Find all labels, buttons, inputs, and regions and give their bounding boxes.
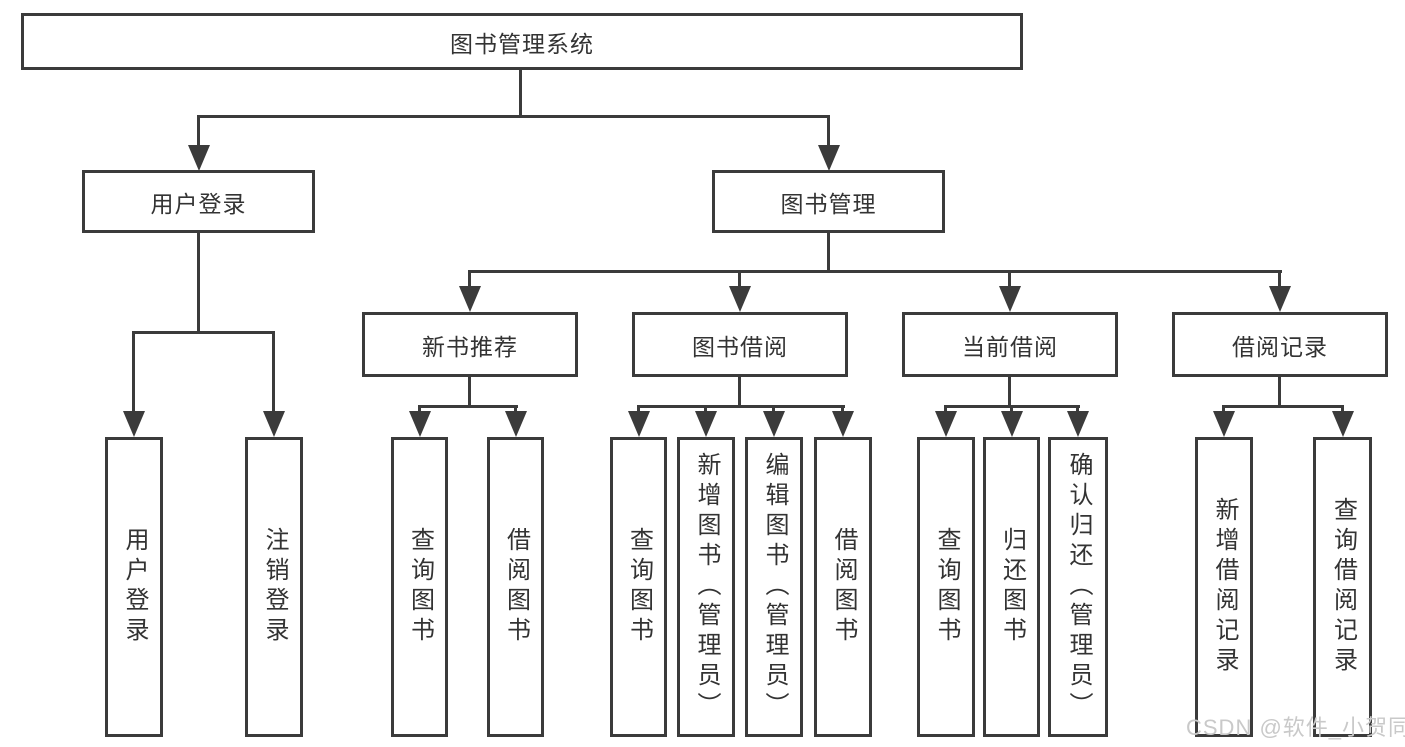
- csdn-watermark: CSDN @软件_小贺同学: [1186, 715, 1405, 740]
- leaf-user-login: 用户登录: [105, 437, 163, 737]
- connector-line: [418, 405, 421, 413]
- connector-line: [704, 405, 707, 413]
- arrowhead-down-icon: [409, 411, 431, 437]
- leaf-query-books-current: 查询图书: [917, 437, 975, 737]
- connector-line: [514, 405, 517, 413]
- connector-line: [1008, 270, 1011, 288]
- leaf-borrow-books-recommend: 借阅图书: [487, 437, 544, 737]
- connector-line: [738, 270, 741, 288]
- arrowhead-down-icon: [935, 411, 957, 437]
- arrowhead-down-icon: [263, 411, 285, 437]
- arrowhead-down-icon: [1269, 286, 1291, 312]
- arrowhead-down-icon: [695, 411, 717, 437]
- arrowhead-down-icon: [459, 286, 481, 312]
- connector-line: [468, 270, 1282, 273]
- leaf-query-borrow-record: 查询借阅记录: [1313, 437, 1372, 737]
- node-current-borrowing: 当前借阅: [902, 312, 1118, 377]
- connector-line: [841, 405, 844, 413]
- connector-line: [738, 377, 741, 408]
- connector-line: [827, 233, 830, 273]
- leaf-query-books-recommend: 查询图书: [391, 437, 448, 737]
- arrowhead-down-icon: [1001, 411, 1023, 437]
- leaf-logout: 注销登录: [245, 437, 303, 737]
- connector-line: [132, 331, 275, 334]
- connector-line: [772, 405, 775, 413]
- leaf-return-books: 归还图书: [983, 437, 1040, 737]
- connector-line: [468, 270, 471, 288]
- node-root-library-system: 图书管理系统: [21, 13, 1023, 70]
- arrowhead-down-icon: [628, 411, 650, 437]
- node-borrowing-records: 借阅记录: [1172, 312, 1388, 377]
- leaf-query-books-borrowing: 查询图书: [610, 437, 667, 737]
- arrowhead-down-icon: [188, 145, 210, 171]
- arrowhead-down-icon: [1067, 411, 1089, 437]
- arrowhead-down-icon: [1332, 411, 1354, 437]
- connector-line: [944, 405, 947, 413]
- arrowhead-down-icon: [763, 411, 785, 437]
- arrowhead-down-icon: [999, 286, 1021, 312]
- connector-line: [468, 377, 471, 408]
- connector-line: [1222, 405, 1225, 413]
- connector-line: [1341, 405, 1344, 413]
- connector-line: [1278, 377, 1281, 408]
- leaf-confirm-return-admin: 确认归还（管理员）: [1048, 437, 1108, 737]
- leaf-add-borrow-record: 新增借阅记录: [1195, 437, 1253, 737]
- node-book-borrowing: 图书借阅: [632, 312, 848, 377]
- connector-line: [418, 405, 518, 408]
- connector-line: [637, 405, 640, 413]
- connector-line: [197, 115, 830, 118]
- connector-line: [1008, 377, 1011, 408]
- leaf-edit-books-admin: 编辑图书（管理员）: [745, 437, 803, 737]
- arrowhead-down-icon: [818, 145, 840, 171]
- connector-line: [1076, 405, 1079, 413]
- leaf-add-books-admin: 新增图书（管理员）: [677, 437, 735, 737]
- connector-line: [197, 233, 200, 334]
- connector-line: [827, 115, 830, 146]
- arrowhead-down-icon: [729, 286, 751, 312]
- node-new-book-recommend: 新书推荐: [362, 312, 578, 377]
- connector-line: [1222, 405, 1344, 408]
- connector-line: [637, 405, 845, 408]
- connector-line: [197, 115, 200, 146]
- arrowhead-down-icon: [1213, 411, 1235, 437]
- connector-line: [1010, 405, 1013, 413]
- node-user-login: 用户登录: [82, 170, 315, 233]
- arrowhead-down-icon: [123, 411, 145, 437]
- leaf-borrow-books: 借阅图书: [814, 437, 872, 737]
- arrowhead-down-icon: [505, 411, 527, 437]
- connector-line: [132, 331, 135, 412]
- connector-line: [272, 331, 275, 412]
- connector-line: [1278, 270, 1281, 288]
- arrowhead-down-icon: [832, 411, 854, 437]
- node-book-management: 图书管理: [712, 170, 945, 233]
- connector-line: [519, 70, 522, 118]
